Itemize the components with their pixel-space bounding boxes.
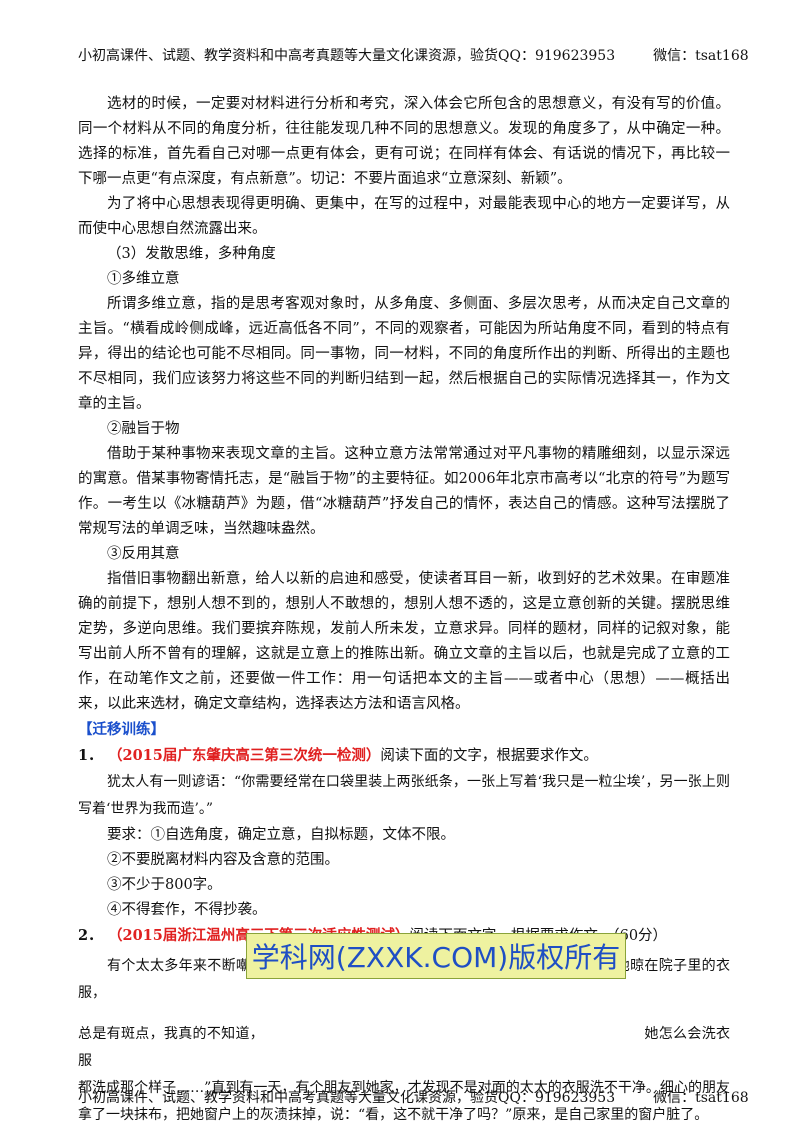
- question-2-number: 2．: [78, 927, 103, 944]
- paragraph-detail-writing: 为了将中心思想表现得更明确、更集中，在写的过程中，对最能表现中心的地方一定要详写…: [78, 196, 730, 237]
- question-1-instruction: 阅读下面的文字，根据要求作文。: [380, 748, 598, 764]
- footer-wechat: 微信：tsat168: [653, 1090, 749, 1106]
- question-2-material-line-2b: 她怎么会洗衣服: [78, 1026, 731, 1069]
- question-1-requirement-1: 要求：①自选角度，确定立意，自拟标题，文体不限。: [107, 827, 455, 843]
- question-1-requirement-3: ③不少于800字。: [107, 877, 222, 893]
- subheading-reverse-meaning: ③反用其意: [107, 546, 180, 562]
- question-1-source: （2015届广东肇庆高三第三次统一检测）: [108, 747, 381, 764]
- question-2-material-rest: 都洗成那个样子……”直到有一天，有个朋友到她家，才发现不是对面的太太的衣服洗不干…: [78, 1080, 730, 1123]
- paragraph-integrate-object: 借助于某种事物来表现文章的主旨。这种立意方法常常通过对平凡事物的精雕细刻，以显示…: [78, 446, 730, 537]
- training-tag: 【迁移训练】: [78, 717, 730, 743]
- question-1-requirement-2: ②不要脱离材料内容及含意的范围。: [107, 852, 339, 868]
- question-2-material-line-2: 总是有斑点，我真的不知道，她怎么会洗衣服: [78, 1021, 730, 1075]
- footer-text: 小初高课件、试题、教学资料和中高考真题等大量文化课资源，验货QQ：9196239…: [78, 1090, 616, 1106]
- paragraph-multi-dimensional: 所谓多维立意，指的是思考客观对象时，从多角度、多侧面、多层次思考，从而决定自己文…: [78, 296, 730, 412]
- question-1-requirement-4: ④不得套作，不得抄袭。: [107, 902, 267, 918]
- question-1-material: 犹太人有一则谚语：“你需要经常在口袋里装上两张纸条，一张上写着‘我只是一粒尘埃’…: [78, 774, 730, 817]
- section-heading-divergent-thinking: （3）发散思维，多种角度: [107, 246, 276, 262]
- header-wechat: 微信：tsat168: [653, 48, 749, 64]
- copyright-watermark: 学科网(ZXXK.COM)版权所有: [246, 933, 626, 979]
- page-footer: 小初高课件、试题、教学资料和中高考真题等大量文化课资源，验货QQ：9196239…: [78, 1088, 749, 1108]
- header-text: 小初高课件、试题、教学资料和中高考真题等大量文化课资源，验货QQ：9196239…: [78, 48, 616, 64]
- question-2-material-line-2a: 总是有斑点，我真的不知道，: [78, 1026, 265, 1042]
- question-1-number: 1．: [78, 747, 103, 764]
- paragraph-reverse-meaning: 指借旧事物翻出新意，给人以新的启迪和感受，使读者耳目一新，收到好的艺术效果。在审…: [78, 571, 730, 712]
- subheading-integrate-object: ②融旨于物: [107, 421, 180, 437]
- paragraph-material-selection: 选材的时候，一定要对材料进行分析和考究，深入体会它所包含的思想意义，有没有写的价…: [78, 96, 730, 187]
- training-tag-label: 【迁移训练】: [78, 721, 165, 738]
- question-1: 1． （2015届广东肇庆高三第三次统一检测）阅读下面的文字，根据要求作文。: [78, 743, 730, 769]
- subheading-multi-dimensional: ①多维立意: [107, 271, 180, 287]
- page-header: 小初高课件、试题、教学资料和中高考真题等大量文化课资源，验货QQ：9196239…: [78, 46, 749, 66]
